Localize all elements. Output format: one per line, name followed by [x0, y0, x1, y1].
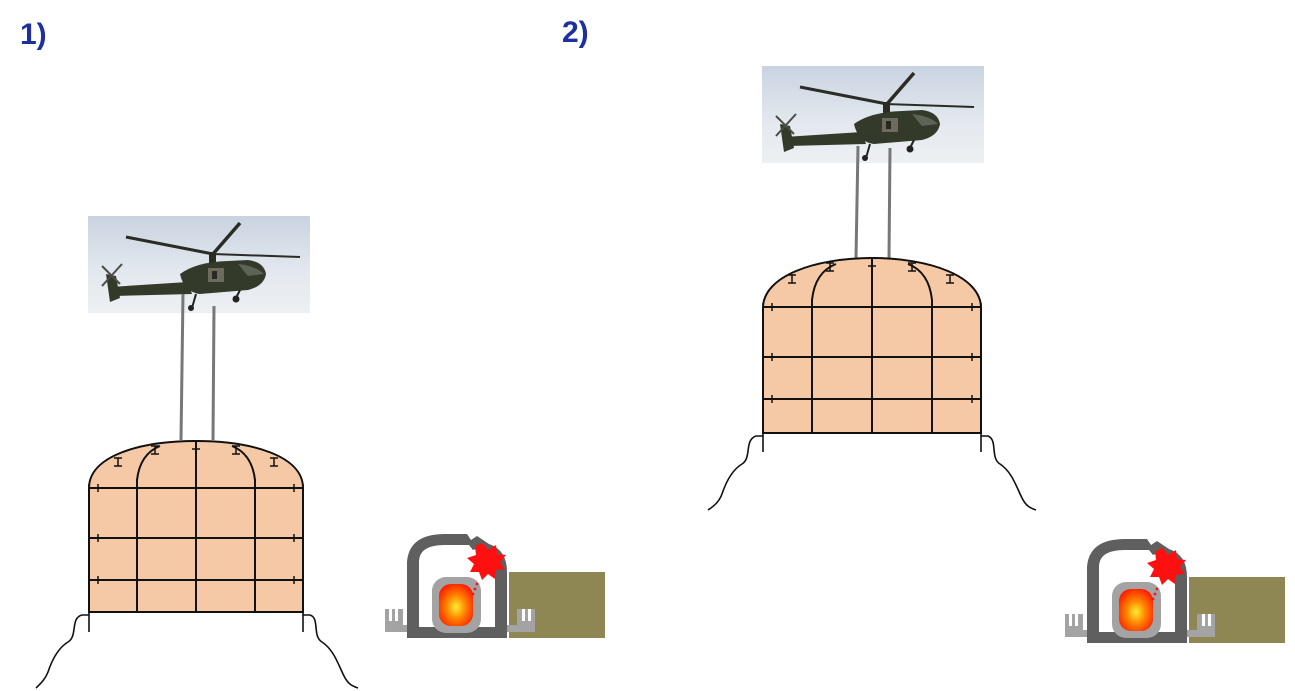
- reactor-building: [1065, 539, 1285, 643]
- sarcophagus-shell: [762, 256, 982, 434]
- panel-1-label: 1): [20, 18, 47, 51]
- panel-2-label: 2): [562, 16, 589, 49]
- lift-cable: [854, 145, 892, 259]
- helicopter-image: [760, 64, 986, 165]
- lift-cable: [179, 293, 216, 441]
- reactor-building: [385, 534, 605, 638]
- sarcophagus-shell: [88, 439, 304, 613]
- ground-profile: [707, 433, 1037, 511]
- helicopter-image: [86, 214, 312, 315]
- ground-profile: [35, 612, 359, 689]
